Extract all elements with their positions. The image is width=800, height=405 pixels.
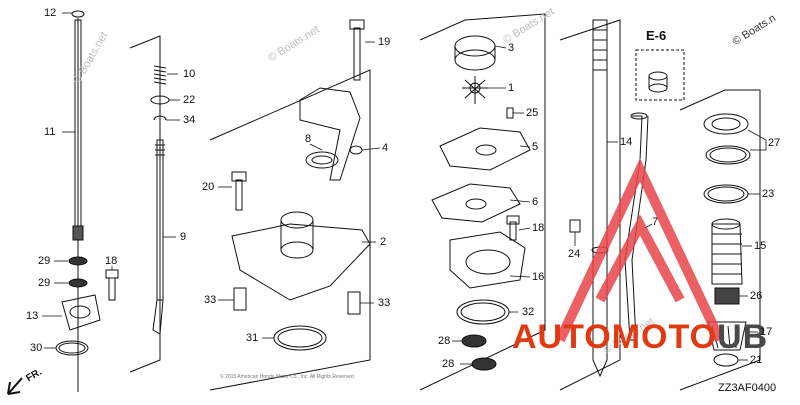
key-25-part — [506, 107, 514, 119]
brand-part1: AUTOMOTO — [512, 318, 718, 356]
holder-13-part — [61, 294, 101, 331]
bolt-18b-part — [509, 221, 517, 241]
driveshaft-14-part — [592, 19, 608, 378]
part-label-33a[interactable]: 33 — [204, 294, 217, 306]
part-label-31[interactable]: 31 — [246, 332, 259, 344]
bracket-pump — [419, 13, 546, 391]
bearing-29b-part — [68, 278, 88, 288]
bolt-19-part — [353, 27, 361, 81]
part-label-29a[interactable]: 29 — [38, 255, 51, 267]
part-label-10[interactable]: 10 — [183, 68, 196, 80]
gasket-6-part — [431, 183, 521, 223]
bolt-18a-part — [108, 277, 116, 301]
part-label-4[interactable]: 4 — [382, 142, 389, 154]
oring-32-part — [456, 299, 510, 325]
impeller-1-part — [462, 76, 488, 104]
part-label-29b[interactable]: 29 — [38, 277, 51, 289]
part-label-32[interactable]: 32 — [522, 306, 535, 318]
part-label-1[interactable]: 1 — [508, 82, 515, 94]
part-label-30[interactable]: 30 — [30, 342, 43, 354]
washer-12-part — [71, 10, 85, 18]
inset-label: E-6 — [646, 28, 667, 43]
part-label-19[interactable]: 19 — [378, 36, 391, 48]
part-label-11[interactable]: 11 — [44, 126, 56, 138]
part-label-6[interactable]: 6 — [532, 196, 539, 208]
needle-bearing-26-part — [714, 287, 740, 305]
part-label-8[interactable]: 8 — [305, 133, 312, 145]
part-label-26[interactable]: 26 — [750, 290, 763, 302]
seal-4-part — [349, 145, 363, 155]
part-label-25[interactable]: 25 — [526, 107, 539, 119]
part-label-27[interactable]: 27 — [768, 137, 781, 149]
inset-box — [635, 49, 685, 101]
shim-23-part — [703, 184, 749, 204]
brand-overlay: AUTOMOTOUB — [512, 318, 768, 357]
bearing-29a-part — [68, 256, 88, 266]
seal-28b-part — [471, 357, 497, 371]
part-label-2[interactable]: 2 — [380, 236, 387, 248]
part-label-34[interactable]: 34 — [183, 114, 196, 126]
part-label-22[interactable]: 22 — [183, 94, 196, 106]
rod-11-end — [72, 225, 84, 241]
fr-arrow-icon — [7, 377, 23, 395]
part-label-20[interactable]: 20 — [202, 181, 215, 193]
housing-2-part — [231, 223, 371, 301]
part-label-7[interactable]: 7 — [652, 216, 659, 228]
grommet-8-part — [305, 151, 339, 169]
diagram-code: ZZ3AF0400 — [718, 382, 777, 394]
dowel-33a-part — [233, 287, 247, 311]
part-label-28a[interactable]: 28 — [438, 335, 451, 347]
part-label-14[interactable]: 14 — [620, 136, 633, 148]
spring-10-part — [153, 65, 167, 85]
part-label-3[interactable]: 3 — [508, 42, 515, 54]
bearing-27-part — [703, 113, 749, 135]
dowel-33b-part — [347, 291, 361, 315]
part-label-23[interactable]: 23 — [762, 188, 775, 200]
case-16-part — [449, 231, 526, 289]
logo-triangle — [555, 158, 725, 343]
bracket-housing — [209, 69, 371, 391]
part-label-16[interactable]: 16 — [532, 271, 545, 283]
bolt-20-part — [235, 179, 243, 211]
part-label-9[interactable]: 9 — [180, 231, 187, 243]
part-label-17[interactable]: 17 — [760, 326, 773, 338]
part-label-18b[interactable]: 18 — [532, 222, 545, 234]
fine-print: © 2015 American Honda Motor Co., Inc. Al… — [220, 374, 354, 380]
part-label-21[interactable]: 21 — [750, 354, 763, 366]
clip-34-part — [153, 115, 167, 121]
tube-7-part — [624, 115, 649, 341]
bracket-shaft — [129, 35, 161, 373]
bracket-top-part — [299, 87, 361, 181]
brand-part2: UB — [717, 318, 769, 356]
part-label-18a[interactable]: 18 — [105, 255, 118, 267]
part-label-5[interactable]: 5 — [532, 141, 539, 153]
bracket-driveshaft — [559, 19, 621, 391]
part-label-28b[interactable]: 28 — [442, 358, 455, 370]
oring-31-part — [273, 325, 327, 351]
part-label-13[interactable]: 13 — [26, 310, 39, 322]
inset-part — [648, 71, 668, 81]
bracket-gear — [679, 89, 761, 391]
part-label-15[interactable]: 15 — [754, 240, 767, 252]
pinion-17-part — [707, 321, 747, 351]
pin-24-part — [569, 219, 581, 233]
plate-5-part — [439, 127, 531, 171]
part-label-24[interactable]: 24 — [568, 248, 581, 260]
seal-28a-part — [461, 334, 487, 348]
part-label-33b[interactable]: 33 — [378, 297, 391, 309]
part-label-12[interactable]: 12 — [44, 7, 57, 19]
